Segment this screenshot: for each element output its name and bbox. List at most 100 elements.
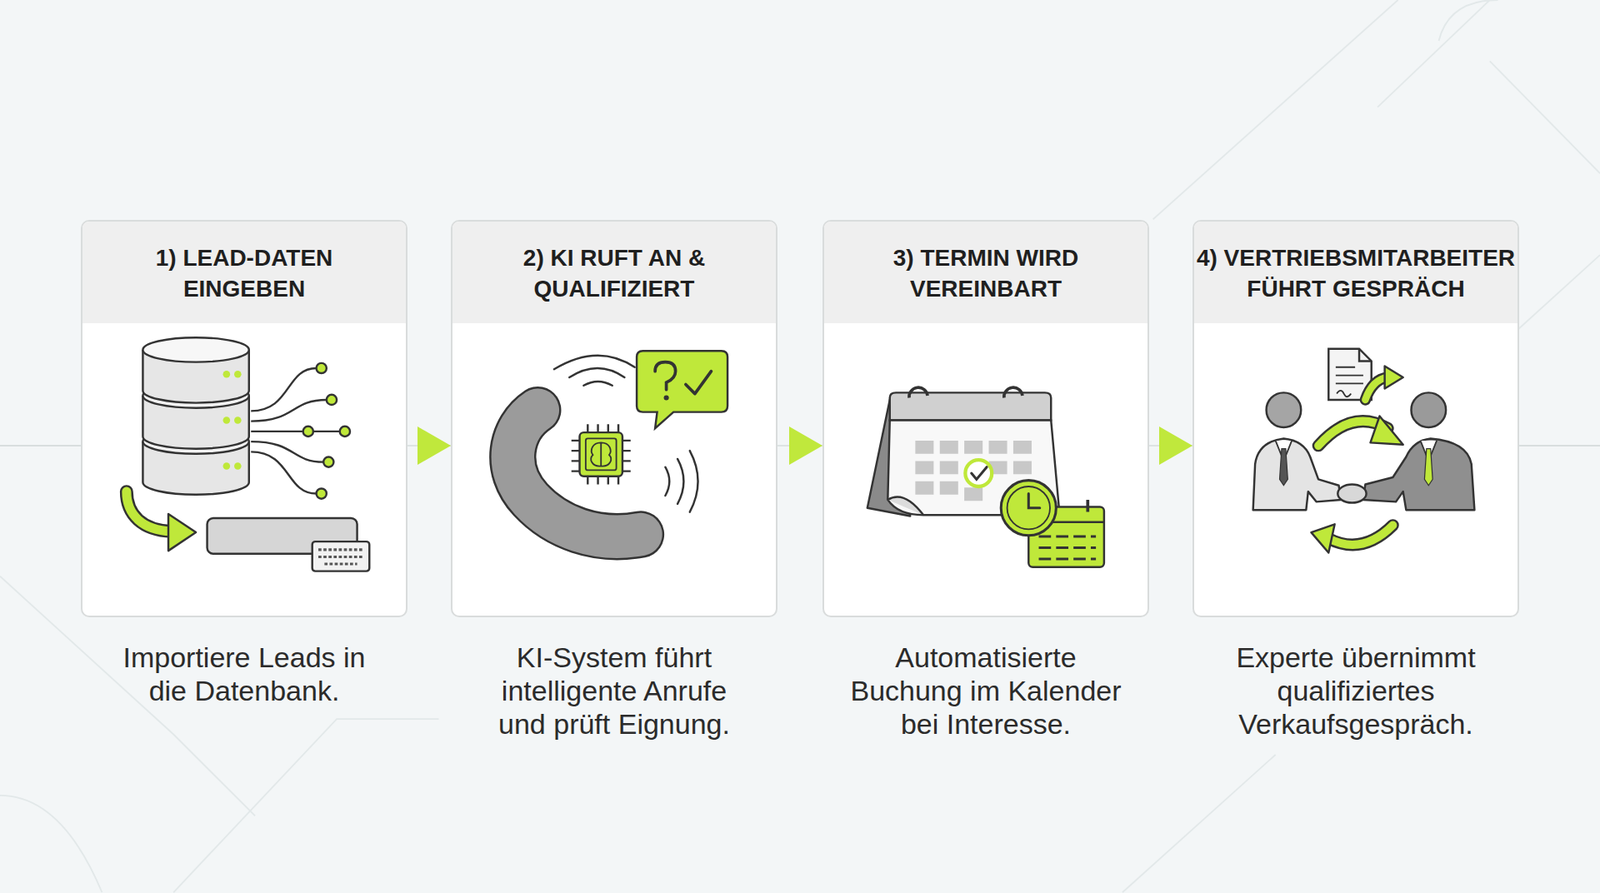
handshake-illustration (1336, 390, 1351, 397)
database-illustration (223, 462, 231, 470)
calendar-illustration (887, 496, 924, 515)
calendar-illustration (887, 420, 1060, 515)
database-illustration (250, 451, 316, 494)
process-card: 3) TERMIN WIRD VEREINBARTAutomatisierte … (822, 220, 1150, 618)
background-decoration (0, 795, 102, 893)
calendar-illustration (1028, 506, 1105, 567)
phone-illustration (685, 371, 712, 395)
database-illustration (223, 370, 231, 379)
database-illustration (234, 416, 242, 425)
database-illustration (316, 363, 327, 374)
background-decoration (1153, 0, 1399, 220)
handshake-illustration (1280, 449, 1289, 486)
handshake-illustration (1275, 440, 1293, 461)
database-illustration (234, 370, 242, 379)
step-description: Importiere Leads in die Datenbank. (110, 640, 378, 708)
handshake-illustration (1365, 377, 1388, 400)
database-illustration (142, 337, 249, 362)
handshake-illustration (1359, 349, 1372, 362)
database-illustration (250, 368, 340, 495)
database-illustration (250, 400, 327, 422)
calendar-illustration (867, 400, 910, 517)
handshake-illustration (1318, 421, 1388, 446)
flow-arrow (777, 445, 823, 447)
calendar-illustration (965, 460, 992, 487)
phone-illustration (690, 450, 699, 512)
handshake-illustration (1420, 440, 1437, 461)
database-illustration (250, 441, 324, 462)
handshake-illustration (1424, 449, 1433, 486)
handshake-illustration (1328, 525, 1393, 545)
background-decoration (1122, 755, 1276, 893)
handshake-illustration (1410, 392, 1446, 428)
calendar-illustration (1045, 500, 1088, 513)
phone-illustration (569, 368, 625, 378)
database-illustration (223, 370, 242, 470)
background-decoration (173, 719, 439, 893)
flow-arrow (1149, 445, 1193, 447)
calendar-illustration (1007, 486, 1050, 530)
background-decoration (1377, 0, 1490, 108)
calendar-illustration (915, 440, 1032, 501)
phone-illustration (554, 355, 699, 513)
phone-illustration (664, 395, 670, 400)
phone-illustration (585, 438, 617, 470)
phone-illustration (512, 410, 641, 537)
database-illustration (316, 488, 327, 499)
database-illustration (126, 491, 172, 532)
database-illustration (326, 395, 337, 405)
database-illustration (126, 491, 172, 532)
calendar-illustration (1000, 480, 1056, 536)
handshake-illustration (1385, 366, 1404, 390)
calendar-illustration (890, 392, 1051, 420)
phone-illustration (590, 442, 611, 466)
step-description: Experte übernimmt qualifiziertes Verkauf… (1222, 640, 1490, 741)
flow-arrow (407, 445, 451, 447)
phone-illustration (636, 350, 728, 429)
database-illustration (223, 416, 231, 425)
card-header (452, 221, 776, 324)
process-card: 2) KI RUFT AN & QUALIFIZIERTKI-System fü… (450, 220, 778, 618)
handshake-illustration (1253, 438, 1341, 510)
phone-illustration (583, 381, 612, 386)
handshake-illustration (1328, 349, 1371, 400)
step-description: Automatisierte Buchung im Kalender bei I… (842, 640, 1130, 741)
database-illustration (142, 395, 249, 450)
phone-illustration (655, 362, 675, 390)
handshake-illustration (1310, 524, 1335, 553)
calendar-illustration (1028, 521, 1105, 524)
process-card: 1) LEAD-DATEN EINGEBENImportiere Leads i… (80, 220, 408, 618)
calendar-illustration (1039, 536, 1097, 560)
calendar-illustration (867, 387, 1105, 568)
database-illustration (142, 350, 249, 404)
database-illustration (142, 441, 249, 495)
process-card: 4) VERTRIEBSMITARBEITER FÜHRT GESPRÄCHEx… (1192, 220, 1520, 618)
database-illustration (340, 426, 350, 437)
background-decoration (1510, 255, 1600, 337)
handshake-illustration (1318, 421, 1388, 446)
handshake-illustration (1266, 392, 1302, 428)
handshake-illustration (1328, 525, 1393, 545)
database-illustration (142, 383, 249, 408)
card-header (824, 221, 1148, 324)
handshake-illustration (1363, 438, 1475, 510)
phone-illustration (512, 410, 641, 537)
database-illustration (207, 518, 358, 555)
background-decoration (1490, 60, 1600, 174)
phone-illustration (512, 350, 728, 537)
database-illustration (303, 363, 350, 500)
card-header (1194, 221, 1518, 324)
step-title: 3) TERMIN WIRD VEREINBART (860, 242, 1111, 305)
phone-illustration (677, 459, 684, 505)
step-title: 1) LEAD-DATEN EINGEBEN (119, 242, 370, 305)
database-illustration (234, 462, 242, 470)
handshake-illustration (1253, 349, 1475, 554)
calendar-illustration (909, 387, 1023, 398)
card-header (82, 221, 406, 324)
phone-illustration (554, 355, 635, 370)
database-illustration (312, 541, 370, 572)
handshake-illustration (1337, 485, 1366, 504)
phone-illustration (571, 424, 631, 485)
database-illustration (250, 430, 340, 433)
step-title: 4) VERTRIEBSMITARBEITER FÜHRT GESPRÄCH (1180, 242, 1531, 305)
